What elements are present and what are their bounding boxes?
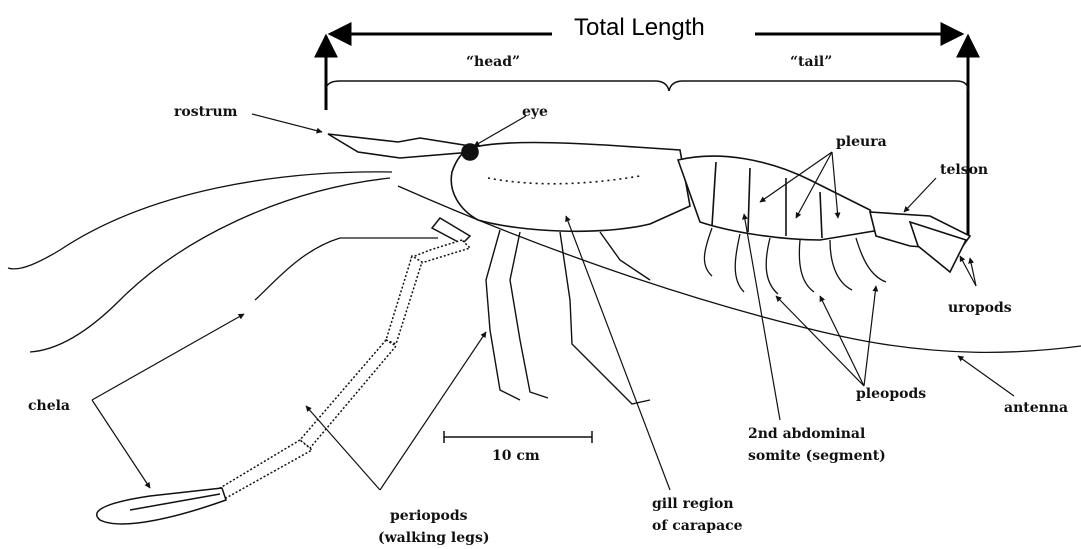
chela-leader-lower <box>92 400 150 488</box>
uropod-leader-1 <box>960 256 976 286</box>
scale-label: 10 cm <box>492 448 540 464</box>
periopods-leader-1 <box>306 406 380 490</box>
gill-label-line1: gill region <box>652 496 734 512</box>
gill-label-line2: of carapace <box>652 518 743 534</box>
chela-label: chela <box>28 398 70 414</box>
uropods-label: uropods <box>948 300 1012 316</box>
chela-leader-upper <box>92 314 244 400</box>
eye-leader <box>474 116 526 146</box>
head-region-label: “head” <box>466 54 520 70</box>
total-length-title: Total Length <box>574 14 705 42</box>
uropod-leader-2 <box>970 258 976 286</box>
walking-legs-drawing <box>486 230 650 404</box>
antenna-label: antenna <box>1004 400 1068 416</box>
cheliped-upper <box>386 256 422 344</box>
rostrum-label: rostrum <box>174 104 237 120</box>
abdominal-leader <box>744 214 780 420</box>
pleopods-leader-3 <box>864 286 876 386</box>
periopods-label-line1: periopods <box>390 508 468 524</box>
cheliped-merus <box>432 218 470 244</box>
periopods-leader-2 <box>380 332 486 490</box>
scale-bar <box>444 431 592 443</box>
pleopods-leader-2 <box>820 296 864 386</box>
tail-region-label: “tail” <box>790 54 832 70</box>
carapace <box>451 143 690 232</box>
pleopods-label: pleopods <box>856 386 926 402</box>
eye-ball <box>462 144 478 160</box>
chela-claw <box>97 488 226 524</box>
prawn-body <box>328 134 970 272</box>
cheliped-propodus <box>220 440 312 498</box>
periopods-label-line2: (walking legs) <box>378 530 489 546</box>
antennule-upper <box>8 172 392 269</box>
rostrum-spike <box>328 134 472 158</box>
telson-label: telson <box>940 162 988 178</box>
pleopods-leader-1 <box>776 296 864 386</box>
telson-leader <box>904 178 936 212</box>
abdomen <box>678 156 880 240</box>
antennule-lower <box>30 178 390 352</box>
region-braces <box>326 81 968 91</box>
antenna-leader <box>958 356 1014 396</box>
tail-brace <box>669 81 968 91</box>
abdominal-label-line1: 2nd abdominal <box>748 426 865 442</box>
rostrum-leader <box>252 114 322 132</box>
head-brace <box>326 81 669 91</box>
cheliped-lower <box>300 340 396 448</box>
eye-label: eye <box>522 104 548 120</box>
cheliped-drawing <box>97 218 470 524</box>
pleura-label: pleura <box>836 134 887 150</box>
abdominal-label-line2: somite (segment) <box>748 448 886 464</box>
